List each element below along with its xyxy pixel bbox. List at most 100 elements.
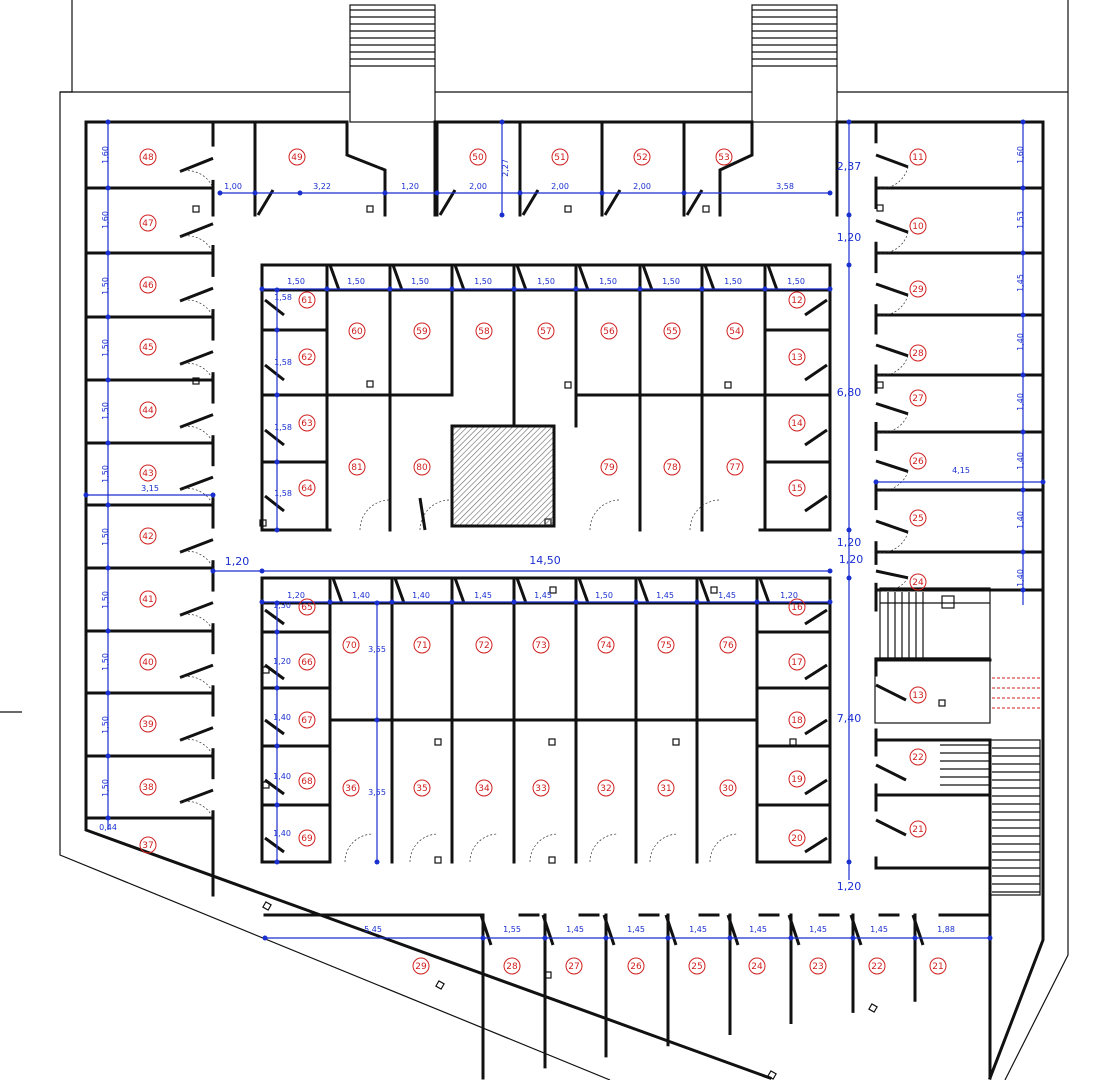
dimension-tick [1020, 487, 1026, 493]
unit-circle [139, 214, 157, 232]
unit-circle [657, 636, 675, 654]
unit-marker: 17 [788, 653, 806, 671]
fixture [876, 381, 884, 389]
unit-marker: 61 [298, 291, 316, 309]
unit-marker: 48 [139, 148, 157, 166]
door-swing [179, 613, 214, 632]
unit-circle [788, 414, 806, 432]
dimension-label: 1,20 [225, 555, 250, 568]
door-leaf [515, 577, 528, 604]
unit-marker: 51 [551, 148, 569, 166]
unit-circle [551, 148, 569, 166]
unit-number: 63 [301, 419, 312, 429]
unit-circle [627, 957, 645, 975]
unit-marker: 26 [627, 957, 645, 975]
unit-circle [475, 779, 493, 797]
unit-circle [633, 148, 651, 166]
unit-marker: 54 [726, 322, 744, 340]
dimension-tick [252, 190, 258, 196]
unit-marker: 66 [298, 653, 316, 671]
unit-number: 21 [912, 825, 923, 835]
unit-number: 13 [791, 353, 802, 363]
central-shaft [450, 424, 556, 528]
fixture [564, 205, 572, 213]
unit-circle [469, 148, 487, 166]
door-leaf [264, 428, 285, 447]
dimension-tick [1020, 250, 1026, 256]
unit-number: 73 [535, 641, 546, 651]
unit-circle [719, 636, 737, 654]
dimension-label: 1,45 [689, 925, 707, 934]
dimension-label: 1,40 [273, 772, 291, 781]
unit-number: 67 [301, 716, 312, 726]
unit-marker: 35 [413, 779, 431, 797]
dimension-tick [480, 935, 486, 941]
dimension-label: 1,45 [1016, 274, 1025, 292]
door-swing [179, 299, 214, 318]
unit-number: 50 [472, 153, 484, 163]
unit-number: 26 [630, 962, 642, 972]
unit-marker: 52 [633, 148, 651, 166]
dimension-label: 1,45 [749, 925, 767, 934]
unit-circle [298, 348, 316, 366]
unit-marker: 34 [475, 779, 493, 797]
dimension-label: 14,50 [529, 554, 561, 567]
unit-number: 13 [912, 691, 923, 701]
dimension-label: 1,40 [412, 591, 430, 600]
dimension-label: 1,50 [724, 277, 742, 286]
unit-circle [348, 322, 366, 340]
unit-number: 69 [301, 834, 313, 844]
unit-marker: 29 [412, 957, 430, 975]
dimension-tick [387, 286, 393, 292]
unit-number: 44 [142, 406, 154, 416]
door-leaf [256, 189, 275, 216]
unit-circle [788, 291, 806, 309]
unit-number: 68 [301, 777, 313, 787]
unit-marker: 13 [909, 686, 927, 704]
dimension-tick [274, 859, 280, 865]
unit-number: 56 [603, 327, 615, 337]
dimension-tick [1020, 429, 1026, 435]
unit-number: 27 [568, 962, 579, 972]
unit-number: 24 [912, 578, 924, 588]
core-box [989, 739, 1041, 896]
door-swing [875, 413, 909, 433]
unit-marker: 45 [139, 338, 157, 356]
dimension-label: 1,40 [352, 591, 370, 600]
door-swing [179, 550, 214, 569]
unit-marker: 20 [788, 829, 806, 847]
unit-circle [909, 452, 927, 470]
fixture [876, 204, 884, 212]
unit-circle [348, 458, 366, 476]
unit-marker: 25 [909, 509, 927, 527]
unit-marker: 25 [688, 957, 706, 975]
door-swing [344, 833, 374, 863]
door-leaf [179, 222, 214, 239]
unit-circle [788, 770, 806, 788]
dimension-tick [297, 190, 303, 196]
unit-marker: 11 [909, 148, 927, 166]
fixture [434, 856, 442, 864]
door-leaf [685, 189, 704, 216]
fixture [938, 699, 946, 707]
fixture [789, 738, 797, 746]
door-leaf [703, 264, 716, 291]
door-leaf [804, 778, 828, 796]
dimension-tick [327, 599, 333, 605]
door-swing [419, 499, 451, 531]
unit-circle [663, 322, 681, 340]
unit-number: 21 [932, 962, 943, 972]
unit-number: 11 [912, 153, 923, 163]
core-box [874, 657, 991, 724]
unit-number: 12 [791, 296, 802, 306]
dimension-label: 1,45 [474, 591, 492, 600]
unit-circle [663, 458, 681, 476]
unit-number: 78 [666, 463, 678, 473]
unit-number: 81 [351, 463, 362, 473]
unit-number: 51 [554, 153, 565, 163]
dimension-label: 1,50 [595, 591, 613, 600]
dimension-label: 1,50 [411, 277, 429, 286]
dimension-tick [637, 286, 643, 292]
unit-number: 54 [729, 327, 741, 337]
door-leaf [179, 350, 214, 366]
